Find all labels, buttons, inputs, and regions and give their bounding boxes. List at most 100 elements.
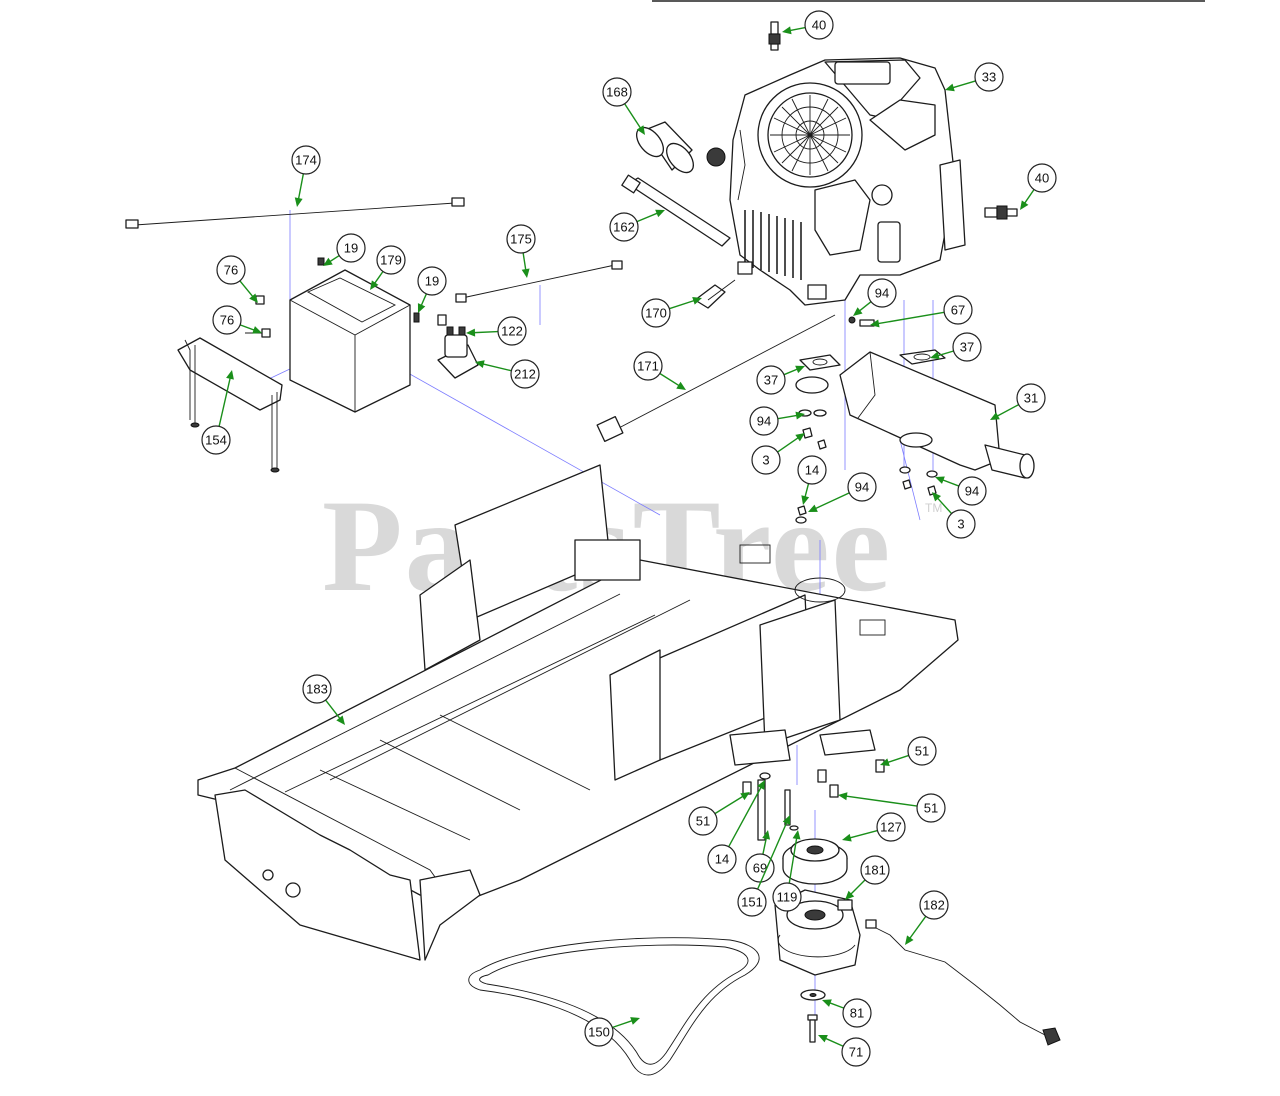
callout-leader — [714, 794, 746, 815]
callout-33: 33 — [945, 62, 1004, 92]
callout-label: 94 — [855, 480, 869, 495]
callout-circle — [952, 332, 982, 362]
callout-circle — [201, 425, 231, 455]
callout-circle — [417, 266, 447, 296]
callout-label: 3 — [762, 453, 769, 468]
callout-label: 170 — [645, 306, 667, 321]
callout-81: 81 — [822, 998, 872, 1028]
callout-circle — [907, 736, 937, 766]
callout-label: 19 — [344, 241, 358, 256]
callout-leader — [239, 280, 255, 299]
callout-label: 94 — [757, 414, 771, 429]
callout-127: 127 — [842, 812, 906, 842]
pto-hardware — [742, 759, 885, 841]
callout-label: 174 — [295, 153, 317, 168]
callout-label: 183 — [306, 682, 328, 697]
callout-circle — [609, 212, 639, 242]
callout-arrow — [630, 1017, 640, 1025]
callout-3: 3 — [751, 433, 805, 475]
callout-leader — [935, 495, 953, 515]
callout-leader — [522, 252, 527, 273]
callout-181: 181 — [845, 855, 890, 900]
callout-circle — [707, 844, 737, 874]
callout-label: 122 — [501, 324, 523, 339]
callout-label: 212 — [514, 367, 536, 382]
callout-3: 3 — [932, 492, 976, 539]
callout-leader — [669, 299, 697, 310]
watermark-trademark: TM — [925, 501, 942, 515]
callout-label: 33 — [982, 70, 996, 85]
callout-arrow — [795, 365, 805, 374]
callout-71: 71 — [818, 1035, 871, 1067]
callout-label: 71 — [849, 1045, 863, 1060]
callout-label: 81 — [850, 1006, 864, 1021]
callout-arrow — [935, 476, 945, 484]
engine-hardware — [795, 316, 938, 524]
callout-leader — [659, 372, 682, 388]
fuel-filter — [694, 279, 736, 309]
callout-arrow — [801, 495, 810, 505]
callout-label: 14 — [715, 852, 729, 867]
callout-arrow — [521, 268, 530, 278]
callout-leader — [325, 699, 342, 721]
callout-circle — [212, 305, 242, 335]
callout-circle — [797, 455, 827, 485]
callout-31: 31 — [990, 383, 1046, 420]
callout-circle — [842, 998, 872, 1028]
callout-leader — [471, 330, 499, 334]
callout-label: 127 — [880, 820, 902, 835]
engine-fan-grille — [770, 95, 850, 175]
callout-circle — [751, 445, 781, 475]
callout-label: 31 — [1024, 391, 1038, 406]
callout-leader — [624, 103, 643, 131]
callout-arrow — [838, 792, 848, 801]
cable — [596, 314, 836, 443]
callout-arrow — [880, 758, 890, 766]
callout-leader — [843, 795, 918, 807]
callout-label: 119 — [777, 890, 798, 905]
callout-arrow — [932, 492, 942, 502]
callout-183: 183 — [302, 674, 345, 725]
spark-plug-side — [984, 205, 1018, 220]
callout-circle — [841, 1037, 871, 1067]
callout-arrow — [370, 280, 379, 290]
clutch-wire-harness — [865, 919, 1061, 1046]
callout-154: 154 — [201, 370, 234, 455]
callout-arrow — [252, 326, 262, 334]
callout-circle — [688, 806, 718, 836]
callout-label: 14 — [805, 463, 819, 478]
callout-51: 51 — [838, 792, 946, 823]
starter-solenoid — [437, 314, 479, 379]
callout-label: 151 — [741, 895, 763, 910]
callout-label: 181 — [864, 863, 886, 878]
callout-arrow — [782, 815, 791, 825]
callout-leader — [756, 820, 789, 890]
pto-pulley — [782, 838, 848, 885]
callout-arrow — [822, 999, 832, 1007]
callout-14: 14 — [797, 455, 827, 505]
callout-174: 174 — [291, 145, 321, 207]
callout-leader — [950, 80, 976, 89]
clutch-washer-bolt — [800, 989, 826, 1043]
callout-label: 51 — [924, 801, 938, 816]
callout-label: 69 — [753, 861, 767, 876]
callout-label: 175 — [510, 232, 532, 247]
callout-arrow — [870, 319, 880, 328]
callout-arrow — [853, 307, 863, 316]
callout-94: 94 — [935, 476, 987, 506]
callout-leader — [762, 835, 768, 855]
callout-150: 150 — [584, 1017, 640, 1047]
callout-arrow — [336, 715, 345, 725]
callout-leader — [728, 784, 763, 848]
callout-162: 162 — [609, 209, 665, 242]
callout-circle — [1016, 383, 1046, 413]
callout-circle — [510, 359, 540, 389]
callout-arrow — [792, 830, 801, 840]
callout-leader — [907, 915, 927, 941]
callout-label: 67 — [951, 303, 965, 318]
callout-94: 94 — [853, 278, 897, 316]
callout-leader — [480, 362, 512, 372]
callout-circle — [584, 1017, 614, 1047]
callout-circle — [860, 855, 890, 885]
